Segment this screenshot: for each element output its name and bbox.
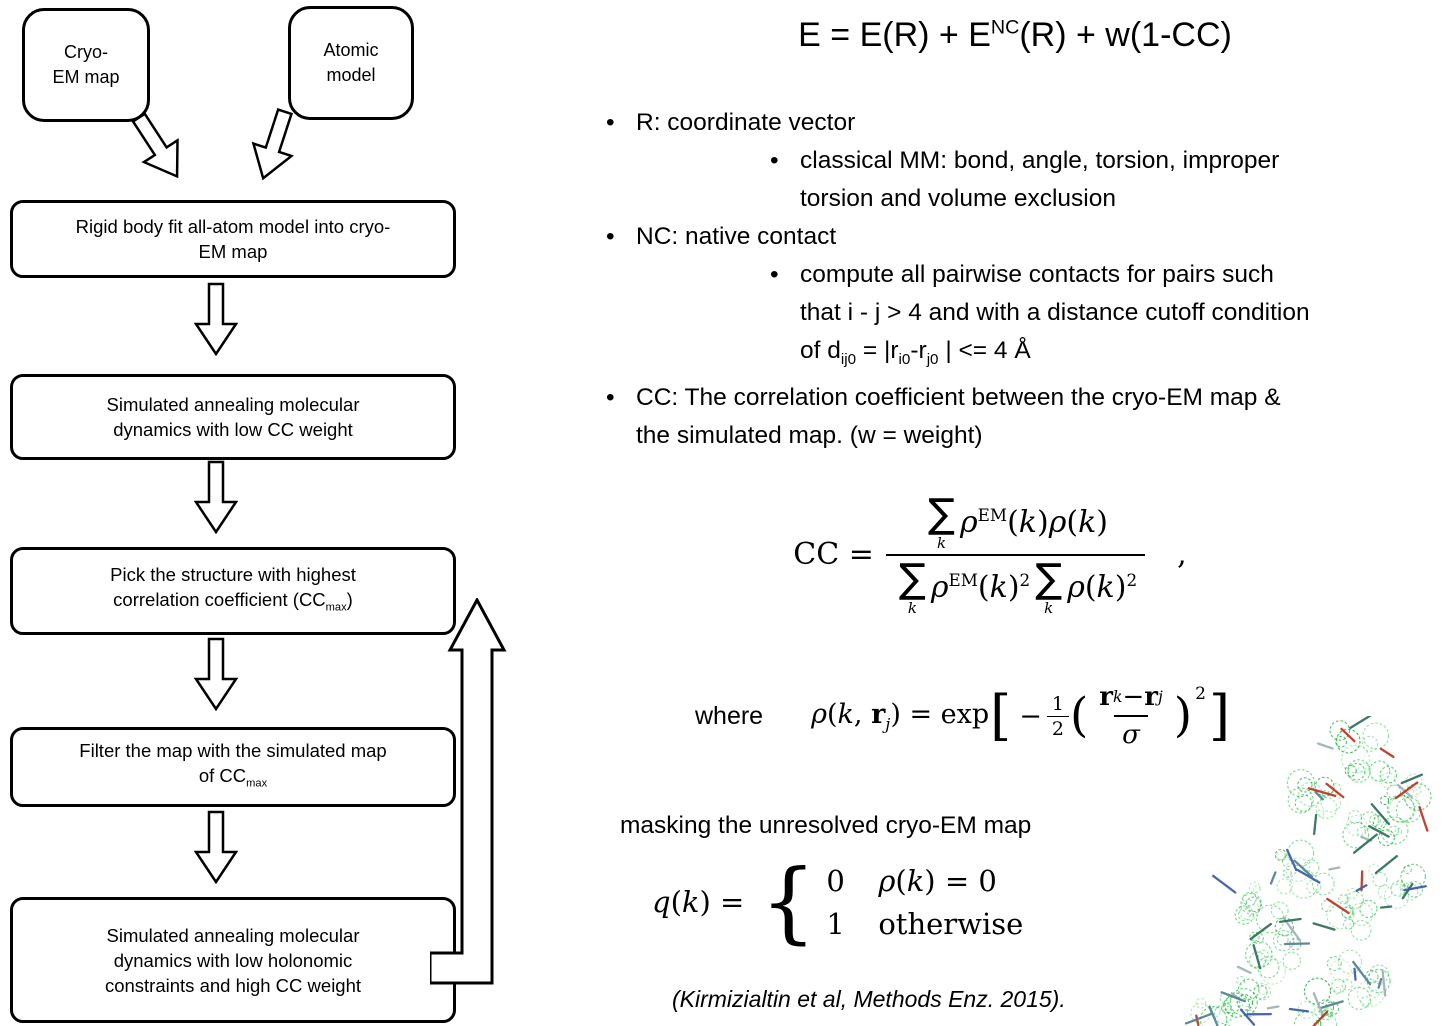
bullet-item: • classical MM: bond, angle, torsion, imp… (770, 142, 1442, 218)
cc-equation-comma: , (1177, 537, 1187, 572)
where-label: where (695, 701, 764, 730)
text-line: EM map (198, 241, 268, 262)
bullet-marker: • (770, 261, 779, 288)
energy-equation: E = E(R) + ENC(R) + w(1-CC) (798, 16, 1232, 54)
sum-symbol: ∑k (1035, 555, 1063, 617)
bullet-marker: • (770, 147, 779, 174)
text-line: Cryo- (64, 42, 108, 62)
cryo-em-map-box: Cryo- EM map (22, 8, 150, 122)
bullet-text: CC: The correlation coefficient between … (636, 383, 1281, 449)
bullet-text: NC: native contact (636, 223, 837, 250)
text-line: Filter the map with the simulated map (79, 739, 387, 761)
text-line: Pick the structure with highest (110, 563, 356, 585)
arrow-cryo-to-fit-icon (131, 112, 179, 179)
bullet-list: • R: coordinate vector • classical MM: bond… (600, 104, 1442, 455)
cc-denominator-1: ρEM(k)2 (930, 569, 1031, 605)
masking-label: masking the unresolved cryo-EM map (620, 812, 1032, 839)
sum-symbol: ∑k (928, 490, 955, 552)
cc-denominator-2: ρ(k)2 (1067, 569, 1138, 605)
text-line: EM map (52, 67, 120, 87)
text-line: Simulated annealing molecular (106, 924, 360, 946)
exponent: 2 (1195, 684, 1206, 704)
flow-step-annealing-low-cc: Simulated annealing molecular dynamics wi… (10, 374, 456, 460)
text-line: of CCmax (198, 764, 268, 790)
text-line: Rigid body fit all-atom model into cryo- (75, 216, 391, 237)
text-line: model (326, 65, 376, 85)
text-line: Atomic (323, 40, 379, 60)
bullet-marker: • (606, 383, 615, 411)
flow-step-annealing-high-cc: Simulated annealing molecular dynamics wi… (10, 897, 456, 1023)
bullet-marker: • (606, 109, 615, 136)
sum-symbol: ∑k (898, 555, 926, 617)
text-line: dynamics with low holonomic (113, 949, 353, 971)
text-line: dynamics with low CC weight (113, 419, 353, 440)
q-equation: q(k) = { 0 ρ(k) = 0 1 otherwise (652, 850, 1024, 953)
flow-step-rigid-body-fit: Rigid body fit all-atom model into cryo-… (10, 200, 456, 278)
text-line: constraints and high CC weight (104, 974, 362, 996)
flow-arrow-down-2-icon (194, 460, 238, 534)
bullet-text: compute all pairwise contacts for pairs … (800, 261, 1310, 368)
one-half-fraction: 1 2 (1046, 693, 1069, 740)
cc-equation-lhs: CC = (793, 537, 874, 572)
cc-numerator: ρEM(k)ρ(k) (960, 504, 1108, 540)
q-lhs: q(k) = (652, 885, 745, 919)
flow-step-filter-map: Filter the map with the simulated map of … (10, 727, 456, 807)
molecule-image (1152, 712, 1442, 1026)
cases: 0 ρ(k) = 0 1 otherwise (826, 864, 1023, 941)
bullet-marker: • (606, 223, 615, 250)
text-line: correlation coefficient (CCmax) (113, 588, 353, 614)
molecule-render-icon (1184, 712, 1432, 1026)
bullet-item: • compute all pairwise contacts for pairs… (770, 256, 1442, 379)
bullet-item: • CC: The correlation coefficient between… (606, 379, 1442, 455)
bullet-item: • NC: native contact (606, 218, 1442, 256)
case-row: 1 otherwise (826, 906, 1024, 941)
case-row: 0 ρ(k) = 0 (826, 863, 997, 898)
bullet-text: R: coordinate vector (636, 109, 856, 136)
citation: (Kirmizialtin et al, Methods Enz. 2015). (672, 986, 1066, 1012)
atomic-model-box: Atomic model (288, 6, 414, 120)
cc-equation: CC = ∑k ρEM(k)ρ(k) ∑k ρEM(k)2 ∑k ρ(k)2 , (690, 462, 1290, 647)
loop-back-arrow-icon (430, 598, 507, 985)
flow-arrow-down-1-icon (194, 282, 238, 356)
flow-arrow-down-3-icon (194, 637, 238, 711)
minus-sign: − (1019, 700, 1042, 732)
rho-lhs: ρ(k, rj) = exp (811, 698, 990, 734)
cc-fraction: ∑k ρEM(k)ρ(k) ∑k ρEM(k)2 ∑k ρ(k)2 (885, 490, 1146, 617)
text-line: Simulated annealing molecular (106, 394, 360, 415)
flow-step-pick-structure: Pick the structure with highest correlati… (10, 547, 456, 635)
bullet-text: classical MM: bond, angle, torsion, impr… (800, 147, 1280, 212)
arrow-model-to-fit-icon (251, 107, 295, 181)
bullet-item: • R: coordinate vector (606, 104, 1442, 142)
flow-arrow-down-4-icon (194, 810, 238, 884)
